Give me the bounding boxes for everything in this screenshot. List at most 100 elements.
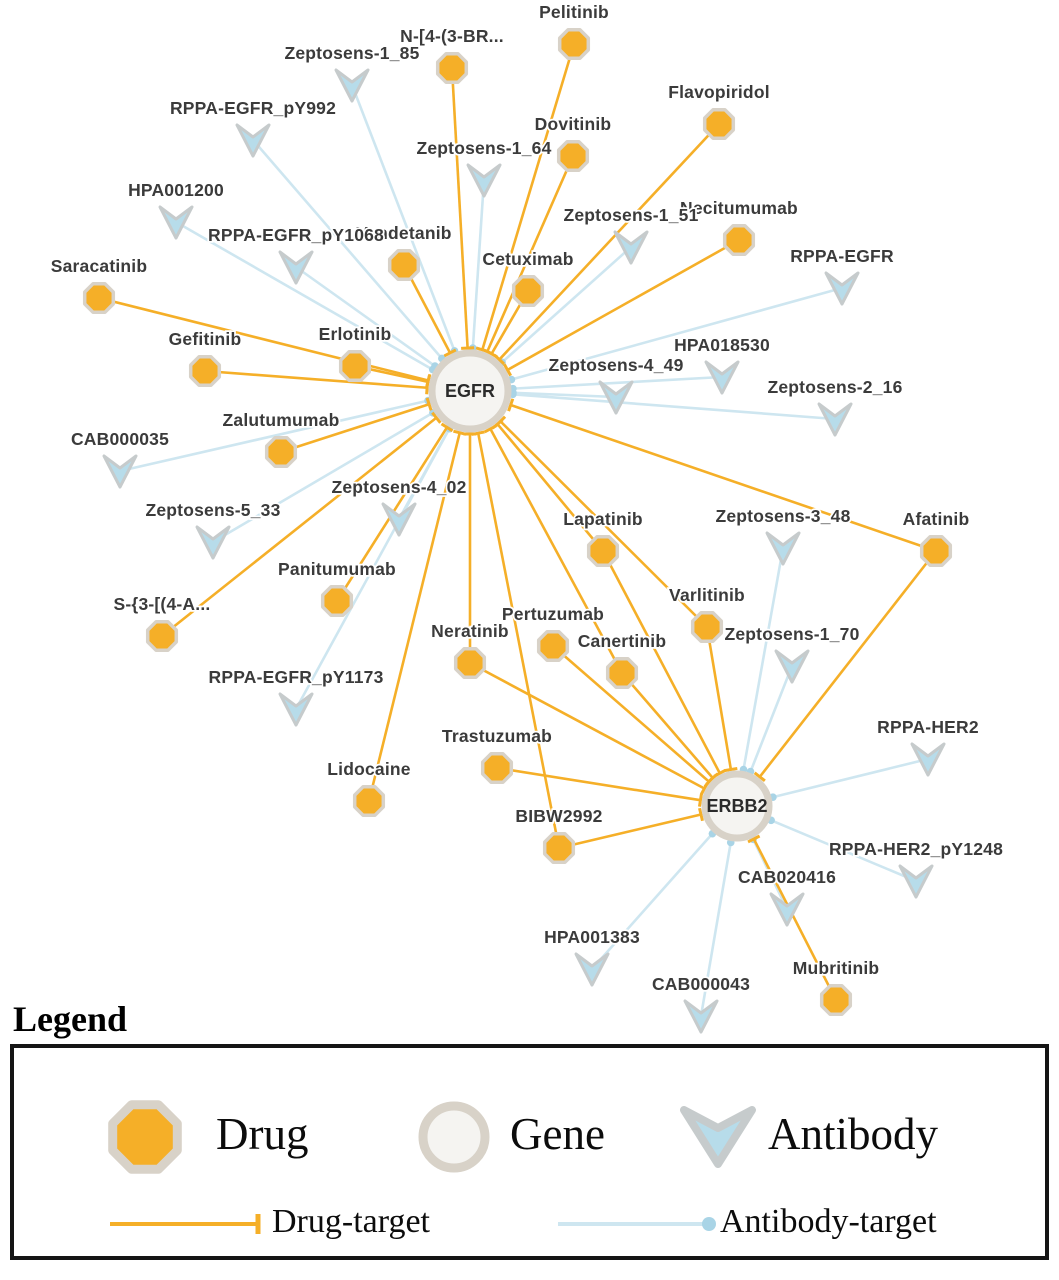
drug-node[interactable] [819,983,853,1017]
drug-target-edge[interactable] [161,411,442,638]
antibody-node[interactable] [334,68,370,103]
antibody-label: HPA018530 [674,335,770,355]
drug-label: Flavopiridol [668,82,770,102]
drug-node[interactable] [722,223,756,257]
gene-node[interactable] [428,349,512,433]
antibody-target-edge[interactable] [591,829,717,970]
drug-target-edge[interactable] [493,123,720,366]
antibody-node[interactable] [910,742,946,777]
antibody-label: CAB020416 [738,867,836,887]
drug-target-edge[interactable] [753,550,938,783]
antibody-node[interactable] [598,380,634,415]
drug-target-edge[interactable] [367,429,467,802]
drug-node[interactable] [702,107,736,141]
drug-target-edge[interactable] [280,397,433,454]
antibody-target-legend-label: Antibody-target [720,1203,937,1240]
antibody-chevron-icon [235,123,271,158]
antibody-label: Zeptosens-2_16 [767,377,902,397]
antibody-node[interactable] [574,952,610,987]
drug-octagon-icon [453,646,487,680]
drug-node[interactable] [387,248,421,282]
drug-node[interactable] [188,354,222,388]
antibody-node[interactable] [898,864,934,899]
antibody-node[interactable] [704,360,740,395]
drug-target-edge[interactable] [469,661,709,795]
drug-octagon-icon [542,831,576,865]
drug-node[interactable] [264,435,298,469]
drug-node[interactable] [338,349,372,383]
drug-target-edge[interactable] [483,424,624,674]
antibody-target-edge[interactable] [769,757,929,801]
antibody-chevron-icon [898,864,934,899]
drug-node[interactable] [480,751,514,785]
antibody-node[interactable] [769,892,805,927]
antibody-node[interactable] [102,454,138,489]
antibody-node[interactable] [235,123,271,158]
drug-target-edge[interactable] [507,398,937,553]
antibody-node[interactable] [158,205,194,240]
gene-label: ERBB2 [706,796,767,816]
antibody-chevron-icon [195,525,231,560]
drug-target-edge[interactable] [496,766,703,807]
drug-octagon-icon [338,349,372,383]
drug-node[interactable] [919,534,953,568]
drug-target-edge[interactable] [747,834,838,1001]
antibody-node[interactable] [466,163,502,198]
drug-target-edge[interactable] [621,672,719,784]
antibody-node[interactable] [278,692,314,727]
gene-legend-label: Gene [510,1109,605,1159]
drug-node[interactable] [690,610,724,644]
drug-node[interactable] [511,274,545,308]
antibody-node[interactable] [613,230,649,265]
drug-label: Mubritinib [793,958,880,978]
drug-node[interactable] [453,646,487,680]
drug-icon [108,1100,182,1174]
antibody-chevron-icon [598,380,634,415]
drug-target-edge[interactable] [450,67,475,350]
gene-circle-icon [428,349,512,433]
drug-octagon-icon [919,534,953,568]
inhibit-tee-marker [698,807,704,822]
drug-node[interactable] [586,534,620,568]
drug-node[interactable] [320,584,354,618]
inhibit-tee-marker [724,766,738,773]
drug-node[interactable] [536,629,570,663]
drug-target-edge[interactable] [471,430,561,849]
antibody-node[interactable] [824,271,860,306]
antibody-node[interactable] [278,250,314,285]
drug-node[interactable] [557,27,591,61]
antibody-chevron-icon [102,454,138,489]
antibody-label: Zeptosens-1_85 [284,43,419,63]
antibody-label: CAB000043 [652,974,750,994]
drug-node[interactable] [556,139,590,173]
inhibit-tee-marker [483,424,497,434]
drug-node[interactable] [82,281,116,315]
antibody-target-edge[interactable] [509,375,723,393]
drug-node[interactable] [542,831,576,865]
drug-label: Panitumumab [278,559,396,579]
drug-label: S-{3-[(4-A... [114,594,211,614]
drug-node[interactable] [435,51,469,85]
drug-label: Lidocaine [327,759,411,779]
drug-target-edge[interactable] [503,238,740,377]
inhibit-tee-marker [425,375,431,389]
antibody-node[interactable] [195,525,231,560]
antibody-target-edge[interactable] [739,547,785,774]
drug-node[interactable] [145,619,179,653]
gene-node[interactable] [701,770,773,842]
drug-target-edge[interactable] [558,807,704,850]
drug-target-edge[interactable] [494,415,708,628]
drug-target-edge[interactable] [491,418,604,552]
antibody-node[interactable] [765,531,801,566]
drug-target-edge[interactable] [705,626,738,773]
drug-node[interactable] [352,784,386,818]
antibody-node[interactable] [381,502,417,537]
inhibit-tee-marker [485,349,498,359]
drug-label: Zalutumumab [223,410,340,430]
drug-octagon-icon [352,784,386,818]
antibody-target-edge[interactable] [295,265,439,370]
drug-node[interactable] [605,656,639,690]
antibody-node[interactable] [774,649,810,684]
antibody-node[interactable] [817,402,853,437]
antibody-node[interactable] [683,999,719,1034]
